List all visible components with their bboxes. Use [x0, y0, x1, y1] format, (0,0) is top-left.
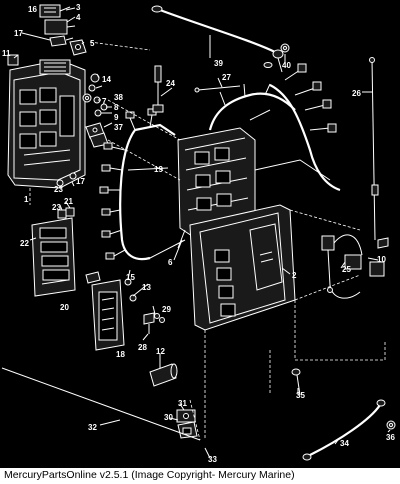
part-module-18	[85, 271, 137, 351]
part-screws-23	[56, 172, 77, 187]
callout-33: 33	[208, 455, 217, 464]
callout-39: 39	[214, 59, 223, 68]
caption-bar: MercuryPartsOnline v2.5.1 (Image Copyrig…	[0, 468, 400, 484]
callout-3: 3	[76, 3, 81, 12]
callout-30: 30	[164, 413, 173, 422]
part-terminals-28-29	[143, 312, 165, 334]
part-cylinder-12	[149, 363, 178, 387]
callout-4: 4	[76, 13, 81, 22]
part-nut-40	[280, 43, 290, 53]
callout-5: 5	[90, 39, 95, 48]
part-harness-19	[99, 108, 176, 261]
part-hardware-cluster	[82, 73, 109, 148]
part-fuse-block	[31, 207, 76, 297]
callout-25: 25	[342, 265, 351, 274]
callout-6: 6	[168, 258, 173, 267]
callout-20: 20	[60, 303, 69, 312]
part-clamps-30-31	[176, 409, 198, 439]
callout-10: 10	[377, 255, 386, 264]
callout-40: 40	[282, 61, 291, 70]
callout-2: 2	[292, 271, 297, 280]
part-ground-35	[291, 368, 301, 396]
part-cable-34	[302, 399, 386, 461]
part-clip-11	[7, 54, 19, 66]
leader-lines	[13, 7, 391, 459]
callout-16: 16	[28, 5, 37, 14]
part-plug-17	[49, 35, 74, 47]
callout-32: 32	[88, 423, 97, 432]
part-sensor-24	[152, 65, 164, 113]
callout-34: 34	[340, 439, 349, 448]
callout-14: 14	[102, 75, 111, 84]
part-cover-2	[189, 204, 361, 331]
callout-36: 36	[386, 433, 395, 442]
part-wire-26	[369, 57, 389, 249]
callout-23b: 23	[54, 185, 63, 194]
callout-11: 11	[2, 49, 11, 58]
callout-29: 29	[162, 305, 171, 314]
part-relay-25	[321, 234, 385, 299]
callout-17: 17	[14, 29, 23, 38]
callout-19: 19	[154, 165, 163, 174]
callout-28: 28	[138, 343, 147, 352]
callout-24: 24	[166, 79, 175, 88]
part-nut-36	[386, 420, 396, 430]
callout-1: 1	[24, 195, 29, 204]
reference-lines	[89, 41, 386, 440]
callout-22: 22	[20, 239, 29, 248]
part-electrical-bracket	[7, 59, 86, 205]
part-rod-27	[194, 85, 241, 93]
callout-15: 15	[126, 273, 135, 282]
callout-21: 21	[64, 197, 73, 206]
callout-38: 38	[114, 93, 123, 102]
callout-17b: 17	[76, 177, 85, 186]
callout-8: 8	[114, 103, 119, 112]
callout-12: 12	[156, 347, 165, 356]
callout-18: 18	[116, 350, 125, 359]
callout-26: 26	[352, 89, 361, 98]
image-caption: MercuryPartsOnline v2.5.1 (Image Copyrig…	[4, 469, 295, 481]
callout-27: 27	[222, 73, 231, 82]
callout-labels: 1 2 3 4 5 6 7 8 9 10 11 12 13 14 15 16 1…	[2, 3, 395, 464]
exploded-parts-diagram: 1 2 3 4 5 6 7 8 9 10 11 12 13 14 15 16 1…	[1, 3, 396, 464]
part-engine-harness	[249, 63, 341, 192]
callout-9: 9	[114, 113, 119, 122]
callout-37: 37	[114, 123, 123, 132]
callout-31: 31	[178, 399, 187, 408]
part-battery-cable-39	[151, 5, 284, 73]
callout-7: 7	[102, 97, 107, 106]
part-fuse-holder	[39, 4, 71, 18]
callout-13: 13	[142, 283, 151, 292]
part-long-cable-32	[1, 367, 201, 441]
callout-23: 23	[52, 203, 61, 212]
part-relay	[44, 19, 76, 35]
callout-35: 35	[296, 391, 305, 400]
